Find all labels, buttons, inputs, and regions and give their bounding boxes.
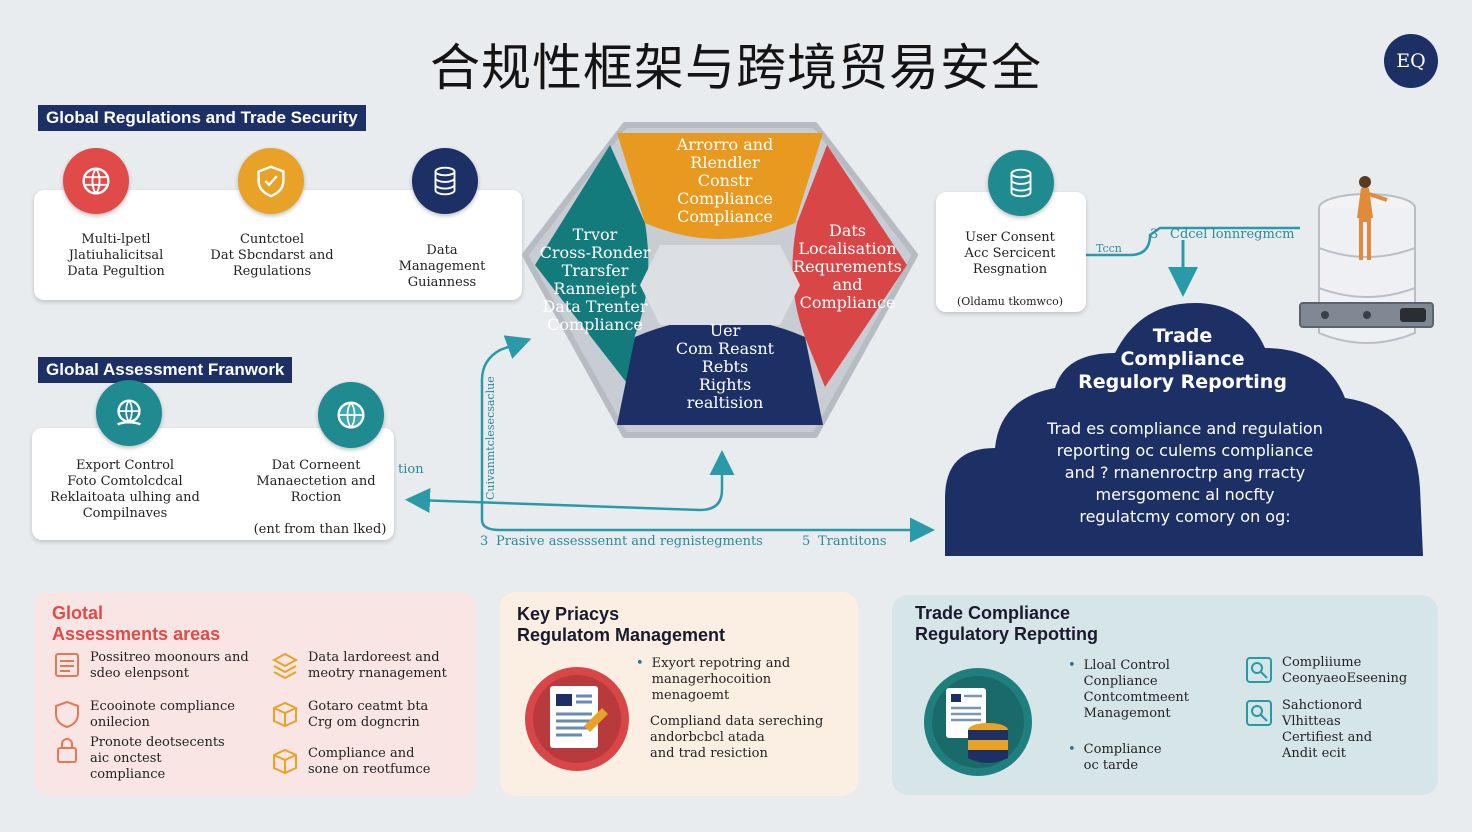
- server-icon: [412, 148, 478, 214]
- flow-label-top-right: Cdcel lonnregmcm: [1170, 227, 1295, 242]
- petal-bottom-text: Uer Com Reasnt Rebts Rights realtision: [675, 321, 775, 412]
- trade-side-item-1: Compliiume CeonyaeoEseening: [1244, 655, 1434, 687]
- flow-label-bottom-number: 3: [480, 534, 489, 549]
- network-icon: [63, 148, 129, 214]
- card-user-consent: User Consent Acc Sercicent Resgnation: [964, 230, 1056, 277]
- trade-compliance-cloud: [945, 303, 1423, 556]
- assessment-item-1: Possitreo moonours and sdeo elenpsont: [52, 650, 262, 682]
- assessment-item-5: Pronote deotsecents aic onctest complian…: [52, 735, 262, 783]
- card-data-standards: Cuntctoel Dat Sbcndarst and Regulations: [210, 232, 334, 279]
- bottom-panel-assessments-title: Glotal Assessments areas: [52, 603, 221, 644]
- flow-label-vertical: Cuivanmtclesecsaclue: [484, 376, 497, 500]
- bottom-panel-assessments: [34, 592, 476, 796]
- shield-icon: [55, 700, 79, 729]
- database-icon: [988, 150, 1054, 216]
- assessment-footnote: (ent from than lked): [253, 522, 387, 537]
- assessment-panel: [32, 428, 394, 540]
- globe-icon: [318, 382, 384, 448]
- assessment-item-3: Ecooinote compliance onilecion: [52, 699, 262, 731]
- cloud-body: Trad es compliance and regulation report…: [1047, 419, 1323, 526]
- report-icon: [525, 667, 629, 771]
- petal-left-text: Trvor Cross-Ronder Trarsfer Ranneiept Da…: [539, 225, 651, 334]
- flow-label-bottom-right: Trantitons: [818, 534, 887, 549]
- assessment-item-6: Compliance and sone on reotfumce: [270, 746, 470, 778]
- petal-bottom: [617, 318, 823, 425]
- privacy-item-2: Compliand data sereching andorbcbcl atad…: [650, 714, 824, 761]
- petal-top: [617, 133, 823, 239]
- section-label-global-assessment: Global Assessment Franwork: [38, 357, 293, 383]
- assessment-item-2: Data lardoreest and meotry rnanagement: [270, 650, 470, 682]
- section-label-global-regulations: Global Regulations and Trade Security: [38, 105, 366, 131]
- flow-label-bottom-mid: Prasive assesssennt and regnistegments: [496, 534, 763, 549]
- cloud-title: Trade Compliance Regulory Reporting: [1078, 325, 1287, 393]
- stack-icon: [271, 652, 299, 680]
- lock-icon: [57, 738, 77, 763]
- bottom-panel-trade-title: Trade Compliance Regulatory Repotting: [915, 603, 1098, 644]
- page-title: 合规性框架与跨境贸易安全: [430, 39, 1042, 97]
- server-stack-icon: [924, 668, 1032, 776]
- trade-side-item-2: Sahctionord Vlhitteas Certifiest and And…: [1244, 698, 1434, 762]
- trade-item-1: Lloal Control Conpliance Contcomtmeent M…: [1068, 658, 1228, 722]
- trade-item-2: Compliance oc tarde: [1068, 742, 1228, 774]
- document-icon: [55, 653, 79, 677]
- shield-icon: [238, 148, 304, 214]
- card-export-control: Export Control Foto Comtolcdcal Reklaito…: [50, 458, 200, 521]
- globe-hand-icon: [96, 380, 162, 446]
- center-cycle-diagram: [522, 122, 918, 438]
- logo-badge: EQ: [1384, 34, 1438, 88]
- flow-label-bottom-right-number: 5: [802, 534, 811, 549]
- privacy-item-1: Exyort repotring and managerhocoition me…: [636, 656, 851, 704]
- card-data-consent: Dat Corneent Manaectetion and Roction: [256, 458, 376, 505]
- user-consent-footnote: (Oldamu tkomwco): [956, 295, 1064, 308]
- card-data-management: Data Management Guianness: [398, 243, 486, 290]
- petal-left: [535, 145, 649, 387]
- server-cylinder-illustration: [1299, 176, 1434, 344]
- petal-right-text: Dats Localisation Requrements and Compli…: [793, 221, 902, 312]
- petal-top-text: Arrorro and Rlendler Constr Compliance C…: [676, 135, 774, 226]
- box-icon: [273, 748, 297, 775]
- bottom-panel-privacy-title: Key Priacys Regulatom Management: [517, 604, 726, 645]
- flow-label-left: tion: [398, 462, 424, 477]
- flow-label-top-right-number: 3: [1150, 227, 1159, 242]
- box-icon: [273, 701, 297, 728]
- petal-right: [792, 145, 907, 387]
- search-icon: [1246, 700, 1272, 726]
- flow-label-top-right-prefix: Tccn: [1096, 242, 1122, 255]
- assessment-item-4: Gotaro ceatmt bta Crg om dogncrin: [270, 699, 470, 731]
- search-icon: [1246, 657, 1272, 683]
- card-multi-data-regulation: Multi-lpetl Jlatiuhalicitsal Data Pegult…: [67, 232, 165, 279]
